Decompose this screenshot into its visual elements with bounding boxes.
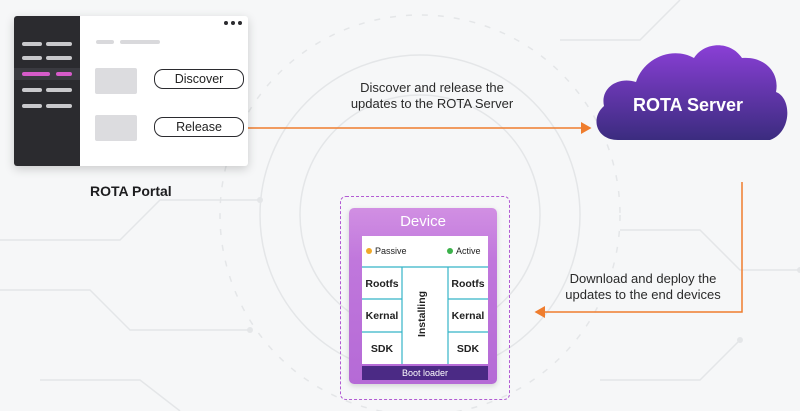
- sidebar-line: [22, 56, 42, 60]
- left-partition-sdk: SDK: [370, 343, 394, 355]
- portal-sidebar: [14, 16, 80, 166]
- passive-status: Passive: [366, 246, 407, 256]
- left-partition-kernal: Kernal: [365, 310, 399, 322]
- content-line: [96, 40, 114, 44]
- sidebar-line: [46, 88, 72, 92]
- discover-button[interactable]: Discover: [154, 69, 244, 89]
- passive-dot-icon: [366, 248, 372, 254]
- sidebar-line: [46, 56, 72, 60]
- sidebar-line: [22, 104, 42, 108]
- active-status: Active: [447, 246, 481, 256]
- device-partition-panel: [362, 236, 488, 364]
- right-partition-rootfs: Rootfs: [451, 278, 485, 290]
- bottom-caption-line2: updates to the end devices: [565, 287, 721, 302]
- release-button[interactable]: Release: [154, 117, 244, 137]
- bottom-caption-line1: Download and deploy the: [569, 271, 717, 286]
- top-caption: Discover and release the updates to the …: [322, 80, 542, 112]
- right-partition-sdk: SDK: [456, 343, 480, 355]
- sidebar-line: [22, 42, 42, 46]
- installing-label: Installing: [416, 290, 428, 338]
- device-title: Device: [400, 213, 446, 230]
- window-dots: [224, 21, 242, 25]
- arrow-server-to-device: [534, 182, 743, 318]
- passive-label: Passive: [375, 246, 407, 256]
- rota-portal-window: Discover Release: [14, 16, 248, 166]
- sidebar-line: [46, 42, 72, 46]
- device-dashed-border: [340, 196, 510, 400]
- cloud-icon: [596, 45, 788, 140]
- server-label: ROTA Server: [632, 95, 744, 115]
- sidebar-line: [22, 88, 42, 92]
- bootloader-bar: Boot loader: [362, 366, 488, 380]
- content-thumbnail: [95, 115, 137, 141]
- portal-title: ROTA Portal: [90, 183, 172, 199]
- content-thumbnail: [95, 68, 137, 94]
- active-dot-icon: [447, 248, 453, 254]
- right-partition-kernal: Kernal: [451, 310, 485, 322]
- sidebar-line: [46, 104, 72, 108]
- sidebar-line-active: [22, 72, 50, 76]
- content-line: [120, 40, 160, 44]
- top-caption-line2: updates to the ROTA Server: [350, 96, 514, 111]
- top-caption-line1: Discover and release the: [360, 80, 504, 95]
- sidebar-line-active: [56, 72, 72, 76]
- active-label: Active: [456, 246, 481, 256]
- bottom-caption: Download and deploy the updates to the e…: [548, 271, 738, 303]
- left-partition-rootfs: Rootfs: [365, 278, 399, 290]
